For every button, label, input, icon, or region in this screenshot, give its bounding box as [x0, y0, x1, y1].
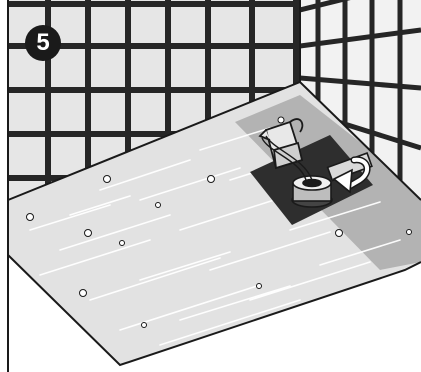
step-number: 5	[25, 25, 61, 61]
step-number-badge: 5	[25, 25, 61, 61]
